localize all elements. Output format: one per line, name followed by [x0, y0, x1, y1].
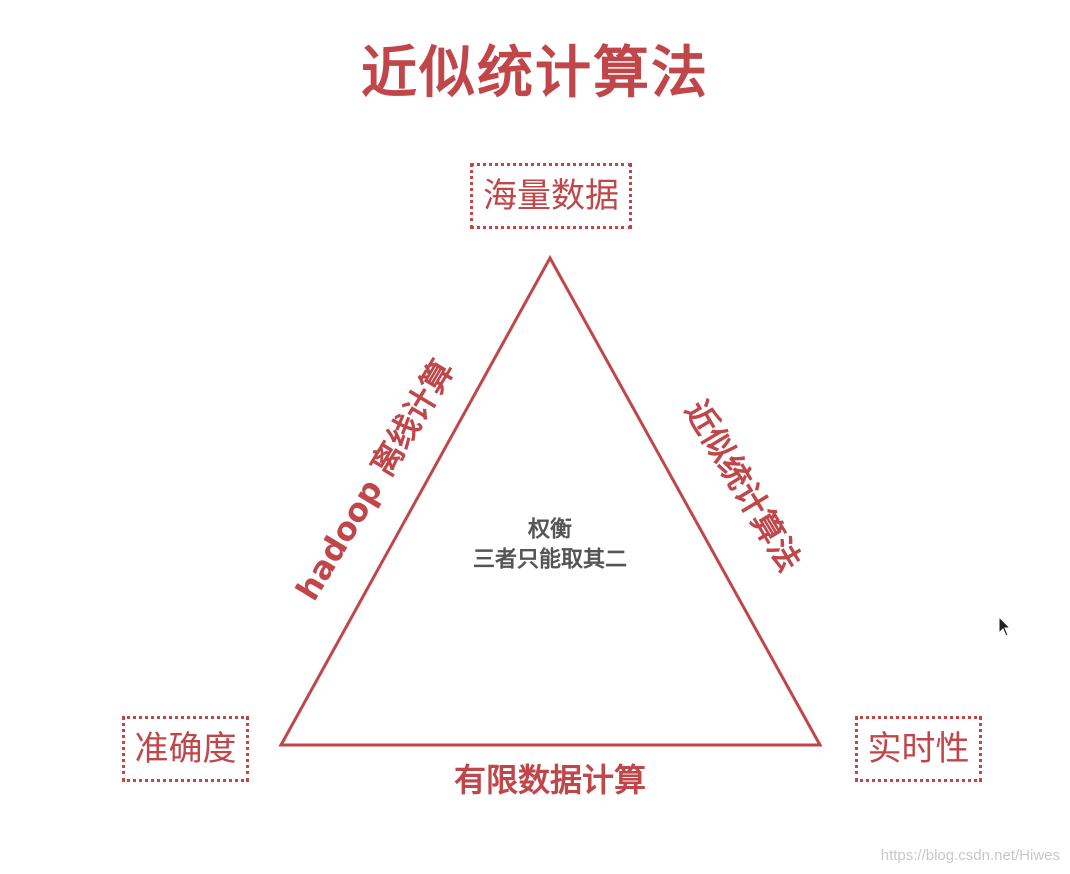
center-line-2: 三者只能取其二	[472, 547, 628, 572]
triangle-outline	[278, 254, 823, 747]
diagram-title: 近似统计算法	[361, 41, 709, 106]
node-accuracy: 准确度	[122, 716, 249, 782]
node-realtime: 实时性	[855, 716, 982, 782]
mouse-pointer-icon	[998, 615, 1012, 642]
watermark: https://blog.csdn.net/Hiwes	[880, 847, 1060, 864]
edge-label-limited-data: 有限数据计算	[453, 761, 647, 799]
center-line-1: 权衡	[527, 517, 573, 543]
center-tradeoff-text: 权衡 三者只能取其二	[473, 515, 627, 574]
node-massive-data: 海量数据	[470, 163, 632, 229]
